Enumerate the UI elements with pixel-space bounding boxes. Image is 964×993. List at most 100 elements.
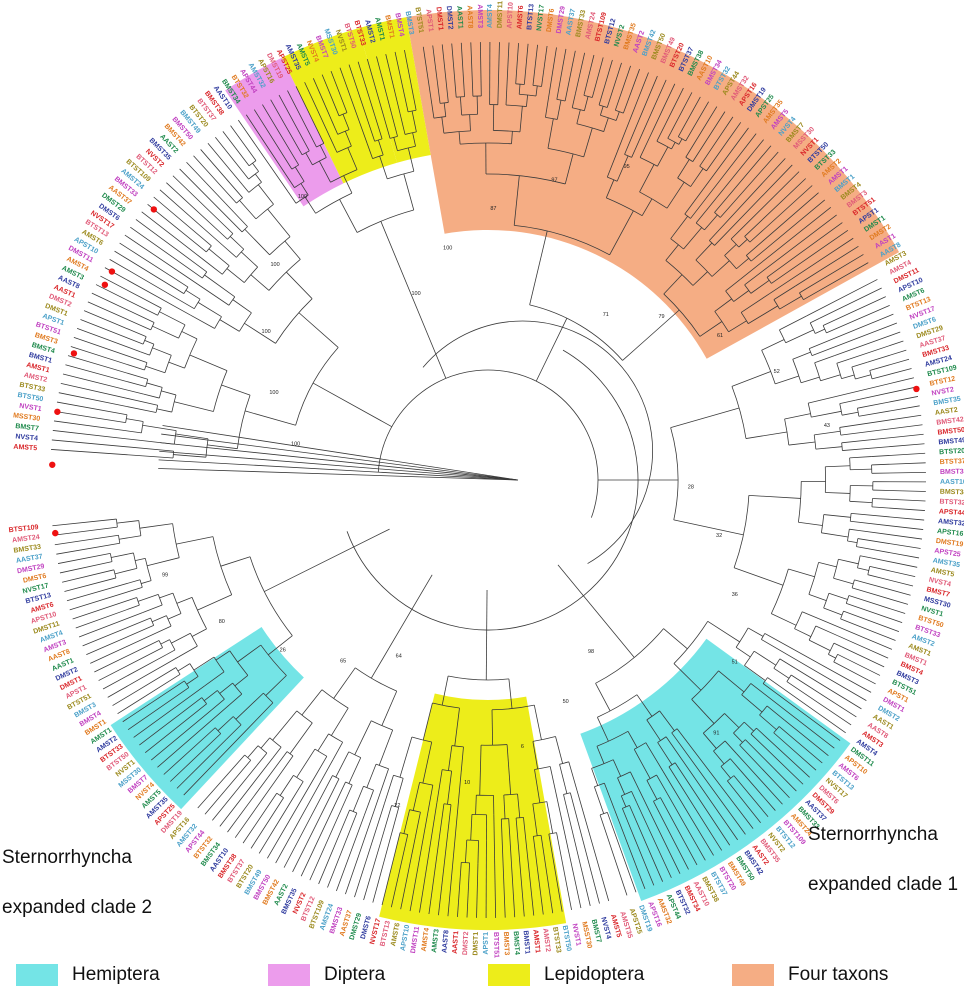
tree-tip-branch [312,78,332,120]
tree-internal-branch [699,321,723,337]
node-support-value: 100 [443,245,452,251]
tree-internal-branch [730,230,740,240]
tree-internal-branch [116,520,139,524]
tree-node-arc [836,363,842,379]
tree-internal-branch [335,751,350,778]
tree-clade-stem [535,318,568,382]
tree-node-arc [677,177,691,187]
tree-node-arc [735,627,749,648]
tree-internal-branch [403,809,410,834]
tree-internal-branch [678,138,683,145]
tree-internal-branch [594,786,605,814]
tree-tip-branch [53,420,125,431]
tree-internal-branch [237,644,262,663]
tree-tip-branch [869,565,916,578]
tree-node-arc [348,751,361,758]
tree-internal-branch [738,238,748,248]
tree-node-arc [808,348,813,356]
tree-node-arc [740,312,749,324]
tree-node-arc [249,556,293,636]
tree-tip-branch [803,262,869,301]
tree-tip-branch [773,732,817,771]
tree-tip-branch [479,42,482,96]
tree-node-arc [399,832,408,835]
tree-internal-branch [583,127,593,157]
tree-tip-branch [166,182,228,240]
tip-label: BMST35 [933,396,962,408]
tree-node-arc [374,138,383,142]
tree-tip-branch [756,727,810,778]
tree-node-arc [556,99,566,102]
tree-node-arc [243,266,258,283]
tree-tip-branch [699,116,734,167]
node-support-value: 43 [824,423,830,429]
tree-node-arc [171,394,177,413]
tree-internal-branch [203,690,218,702]
tree-internal-branch [645,742,664,772]
tree-tip-branch [840,618,896,641]
tree-tip-branch [67,355,148,380]
tree-tip-branch [112,667,177,706]
tree-node-arc [248,181,262,193]
tip-label: BMST33 [13,544,41,555]
tree-node-arc [158,640,163,648]
tip-label: AMST3 [431,929,441,953]
tree-internal-branch [141,580,152,584]
tree-internal-branch [779,658,796,669]
tree-node-arc [328,733,343,743]
tree-node-arc [665,260,694,286]
tree-internal-branch [849,528,860,531]
node-support-value: 100 [298,194,307,200]
tree-internal-branch [272,746,282,759]
tree-tip-branch [871,368,912,380]
tree-internal-branch [666,181,685,209]
tree-tip-branch [576,790,610,902]
tip-label: BMST1 [522,930,531,954]
tree-tip-branch [234,755,294,838]
tree-node-arc [411,736,432,743]
clade-highlight-hemiptera-clade1 [580,638,851,901]
tree-internal-branch [620,795,627,808]
tree-tip-branch [766,222,843,278]
tree-tip-branch [451,43,457,98]
tree-node-arc [193,298,201,309]
tree-internal-branch [330,119,339,135]
tree-node-arc [332,775,340,780]
tree-tip-branch [295,86,325,144]
tree-node-arc [847,529,850,542]
tree-internal-branch [197,302,222,318]
tree-internal-branch [641,198,653,216]
tree-node-arc [685,156,693,162]
tree-node-arc [201,697,207,705]
tree-node-arc [828,642,835,655]
tree-tip-branch [714,145,772,213]
tree-node-arc [833,654,838,663]
tree-node-arc [248,160,257,167]
legend-swatch-hemiptera [16,964,58,986]
tree-node-arc [389,135,398,139]
tree-internal-branch [659,710,675,732]
tree-clade-stem [312,382,392,428]
tree-tip-branch [750,733,804,785]
tree-internal-branch [823,514,851,518]
tree-internal-branch [252,162,259,172]
tree-tip-branch [66,579,141,602]
tree-tip-branch [622,68,640,114]
tree-node-arc [576,123,604,132]
clade-label-2-line1: Sternorrhyncha [2,847,132,868]
tree-node-arc [762,677,768,684]
tip-label: DMST2 [445,6,454,30]
tree-internal-branch [617,777,626,795]
tree-tip-branch [563,794,591,906]
tree-node-arc [157,307,162,316]
tree-tip-branch [55,411,126,424]
tree-tip-branch [176,739,227,789]
tree-node-arc [779,329,787,343]
tree-internal-branch [319,144,327,158]
tree-internal-branch [378,729,394,766]
tip-label: AAST1 [455,6,463,29]
tip-label: DMST11 [410,926,421,954]
tree-internal-branch [193,656,215,671]
tree-internal-branch [851,361,868,368]
